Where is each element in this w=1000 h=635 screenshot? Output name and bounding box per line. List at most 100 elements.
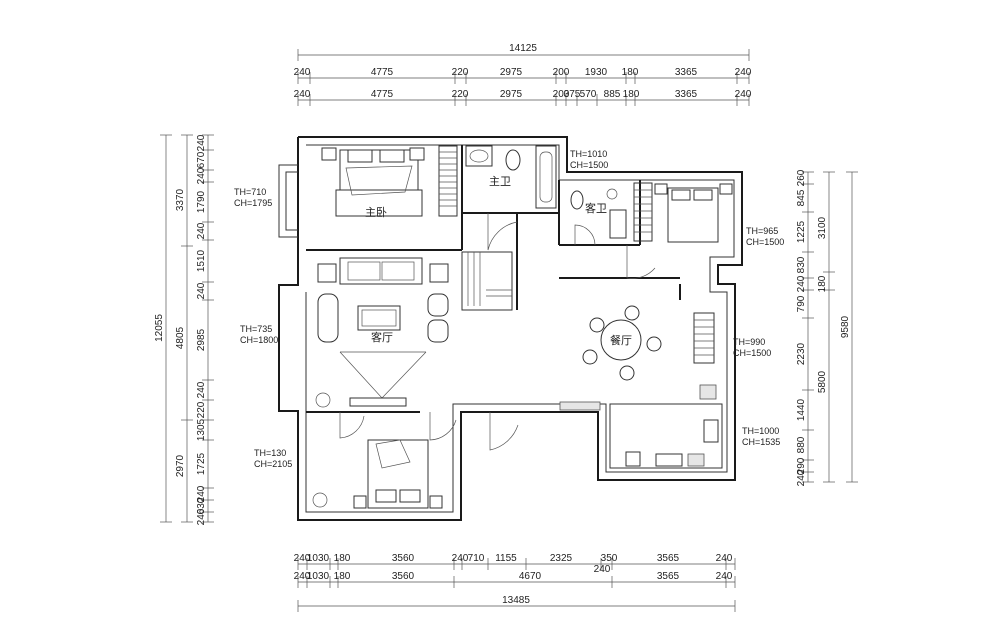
right-detail-3: 1225 xyxy=(796,220,807,243)
bottom-dim-7: 1155 xyxy=(495,553,517,564)
bottom2-dim-3: 180 xyxy=(334,571,351,582)
kitchen-sink xyxy=(703,419,719,443)
window-note-mbath-th: TH=1010 xyxy=(570,149,607,159)
dining-table xyxy=(600,319,642,361)
top2-dim-3: 220 xyxy=(452,89,469,100)
nightstand-left xyxy=(321,147,337,161)
top-dim-5: 200 xyxy=(553,67,570,78)
door-guest-bath xyxy=(574,224,596,246)
plant xyxy=(312,492,328,508)
right-dimensions: 9580 3100 180 5800 260 845 1225 830 240 … xyxy=(796,169,858,486)
coffee-table xyxy=(357,305,401,331)
window-note-living-ch: CH=1800 xyxy=(240,335,278,345)
bottom-dim-3: 180 xyxy=(334,553,351,564)
bath-sink xyxy=(465,145,493,167)
top2-dim-1: 240 xyxy=(294,89,311,100)
left-total-dimension: 12055 xyxy=(154,314,165,342)
left-group-2: 4805 xyxy=(175,326,186,349)
master-bedroom-label: 主卧 xyxy=(365,206,387,219)
doors xyxy=(339,213,656,451)
pillow-right xyxy=(379,149,405,163)
living-room-label: 客厅 xyxy=(371,330,393,344)
bottom-dim-extra: 240 xyxy=(594,564,611,575)
right-detail-10: 290 xyxy=(796,457,807,474)
bottom-dim-11: 240 xyxy=(716,553,733,564)
top-dim-6: 1930 xyxy=(585,67,608,78)
right-detail-6: 790 xyxy=(796,295,807,312)
dining-chair xyxy=(589,317,605,333)
window-note-dining-th: TH=990 xyxy=(733,337,765,347)
left-group-1: 3370 xyxy=(175,188,186,211)
bottom2-dim-6: 3565 xyxy=(657,571,680,582)
master-toilet xyxy=(505,149,521,171)
window-note-b3-ch: CH=1500 xyxy=(746,237,784,247)
top-dim-7: 180 xyxy=(622,67,639,78)
bottom-dim-4: 3560 xyxy=(392,553,415,564)
tv-viewing-lines xyxy=(339,351,427,399)
left-detail-7: 240 xyxy=(196,282,207,299)
left-detail-15: 240 xyxy=(196,508,207,525)
left-dimensions: 12055 3370 4805 2970 240 670 240 1790 24… xyxy=(154,134,214,525)
window-note-master-ch: CH=1795 xyxy=(234,198,272,208)
kitchen-sliding-door xyxy=(559,401,601,411)
top2-dim-9: 180 xyxy=(623,89,640,100)
top2-dim-5: 200 xyxy=(553,89,570,100)
top-dim-2: 4775 xyxy=(371,67,394,78)
bottom-dim-5: 240 xyxy=(452,553,469,564)
left-detail-1: 240 xyxy=(196,134,207,151)
right-detail-4: 830 xyxy=(796,256,807,273)
bottom-dimensions: 240 1030 180 3560 240 710 1155 2325 350 … xyxy=(294,553,736,612)
left-detail-12: 1725 xyxy=(196,452,207,475)
walls xyxy=(278,136,743,521)
living-cabinet xyxy=(461,251,513,311)
left-detail-5: 240 xyxy=(196,222,207,239)
dining-room-label: 餐厅 xyxy=(610,333,632,347)
stove xyxy=(655,453,683,467)
living-room: 客厅 TH=735 CH=1800 xyxy=(240,251,513,408)
door-master-bath xyxy=(487,213,518,251)
right-group-1: 3100 xyxy=(817,216,828,239)
guest-toilet xyxy=(570,190,584,210)
armchair-right-1 xyxy=(427,293,449,317)
bedroom-3: TH=965 CH=1500 xyxy=(633,182,784,247)
bottom-dim-9: 350 xyxy=(601,553,618,564)
bedroom3-nightstand xyxy=(654,183,668,195)
side-table-right xyxy=(429,263,449,283)
guest-shower xyxy=(609,209,627,239)
left-detail-9: 240 xyxy=(196,381,207,398)
right-group-2: 180 xyxy=(817,275,828,292)
left-detail-11: 1305 xyxy=(196,418,207,441)
top2-dim-10: 3365 xyxy=(675,89,698,100)
left-group-3: 2970 xyxy=(175,454,186,477)
top2-dim-8: 885 xyxy=(604,89,621,100)
top-dim-3: 220 xyxy=(452,67,469,78)
guest-bath-label: 客卫 xyxy=(585,201,607,215)
window-note-b2-th: TH=130 xyxy=(254,448,286,458)
master-bath: 主卫 TH=1010 CH=1500 xyxy=(465,145,608,209)
guest-bath: 客卫 xyxy=(570,188,627,239)
armchair-left xyxy=(317,293,339,343)
top-total-dimension: 14125 xyxy=(509,43,537,54)
master-wardrobe xyxy=(438,145,458,217)
pillow-left xyxy=(347,149,373,163)
bottom-total-dimension: 13485 xyxy=(502,595,530,606)
right-detail-2: 845 xyxy=(796,189,807,206)
bottom-dim-1: 240 xyxy=(294,553,311,564)
top2-dim-2: 4775 xyxy=(371,89,394,100)
left-detail-6: 1510 xyxy=(196,249,207,272)
window-note-b2-ch: CH=2105 xyxy=(254,459,292,469)
top2-dim-11: 240 xyxy=(735,89,752,100)
left-detail-13: 240 xyxy=(196,485,207,502)
armchair-right-2 xyxy=(427,319,449,343)
window-note-b3-th: TH=965 xyxy=(746,226,778,236)
washing-machine xyxy=(625,451,641,467)
bedroom2-nightstand xyxy=(353,495,367,509)
dining-chair xyxy=(624,305,640,321)
bedroom3-wardrobe xyxy=(633,182,653,242)
left-detail-2: 670 xyxy=(196,151,207,168)
bathtub xyxy=(535,145,557,209)
bed-blanket xyxy=(345,165,413,196)
master-bedroom: 主卧 TH=710 CH=1795 xyxy=(234,145,458,219)
window-note-master-th: TH=710 xyxy=(234,187,266,197)
